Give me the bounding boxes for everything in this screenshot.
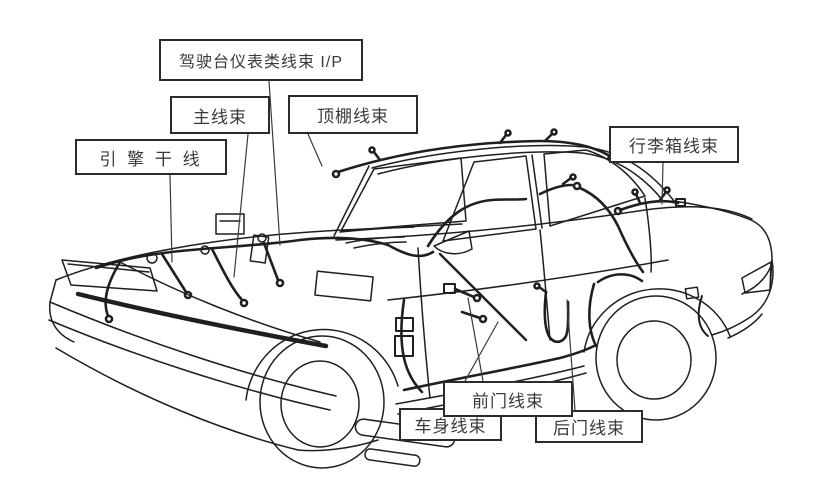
label-rear-door-harness-text: 后门线束 xyxy=(553,419,625,438)
label-roof-harness: 顶棚线束 xyxy=(288,95,418,134)
wheels xyxy=(245,288,731,469)
car-body-outline xyxy=(55,144,774,399)
label-roof-harness-text: 顶棚线束 xyxy=(317,107,389,126)
label-engine-trunk-line-text: 引 擎 干 线 xyxy=(99,149,203,169)
label-body-harness-text: 车身线束 xyxy=(414,417,487,436)
label-engine-trunk-line: 引 擎 干 线 xyxy=(75,139,227,175)
label-front-door-harness-text: 前门线束 xyxy=(472,391,544,411)
label-main-harness: 主线束 xyxy=(170,96,270,134)
label-luggage-compartment-harness: 行李箱线束 xyxy=(609,126,739,163)
label-main-harness-text: 主线束 xyxy=(193,107,247,127)
label-dashboard-instrument-harness: 驾驶台仪表类线束 I/P xyxy=(159,39,363,81)
label-luggage-compartment-harness-text: 行李箱线束 xyxy=(629,137,719,156)
label-dashboard-instrument-harness-text: 驾驶台仪表类线束 I/P xyxy=(178,54,343,71)
label-front-door-harness: 前门线束 xyxy=(443,381,573,417)
